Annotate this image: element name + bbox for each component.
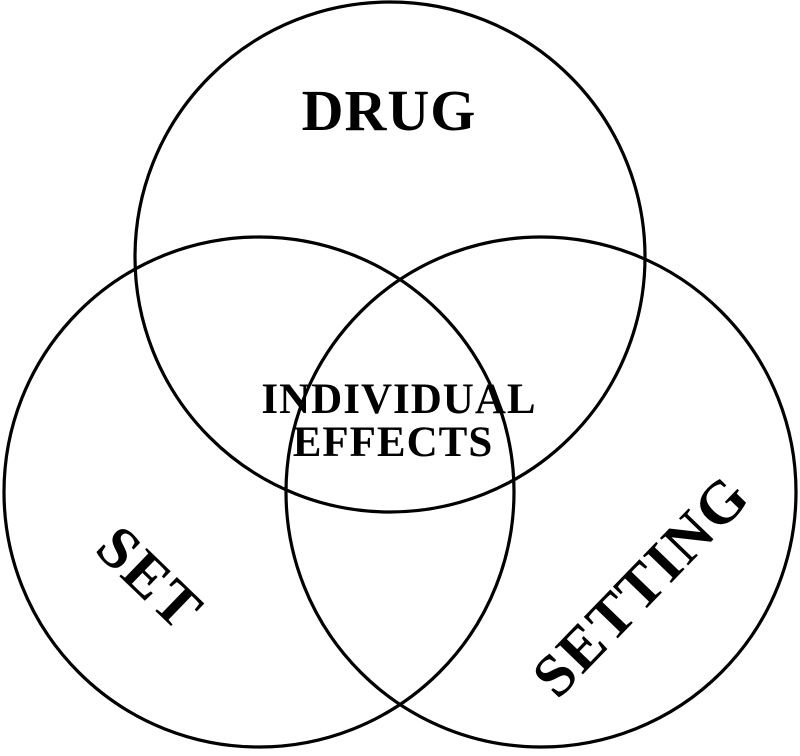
center-overlap-label-line1: INDIVIDUAL xyxy=(261,376,536,423)
drug-label: DRUG xyxy=(302,78,477,143)
set-label: SET xyxy=(84,513,216,643)
set-circle xyxy=(2,235,516,749)
setting-label: SETTING xyxy=(519,462,762,710)
setting-circle xyxy=(284,235,798,749)
drug-circle xyxy=(133,0,647,514)
center-overlap-label-line2: EFFECTS xyxy=(293,419,494,466)
